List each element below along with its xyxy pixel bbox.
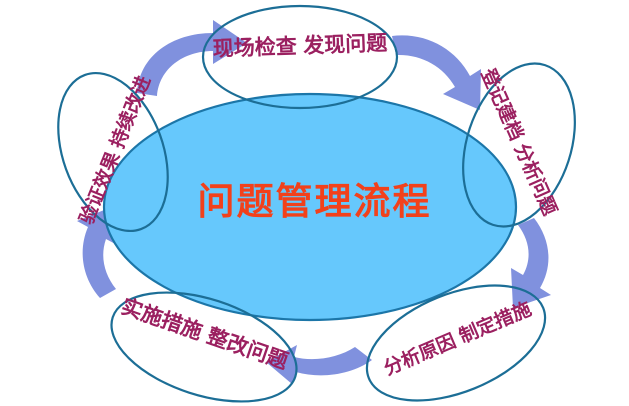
arrow-right — [511, 218, 551, 308]
node-ellipse-record[interactable] — [444, 49, 595, 241]
arrow-bottom — [266, 345, 372, 384]
node-ellipse-verify[interactable] — [38, 58, 188, 246]
node-ellipse-cause[interactable] — [350, 262, 561, 406]
arrow-top-right — [392, 35, 481, 110]
node-ellipse-inspection[interactable] — [201, 4, 399, 110]
node-ellipse-implement[interactable] — [98, 272, 310, 406]
center-ellipse — [102, 92, 518, 322]
arrow-top-left — [137, 20, 247, 96]
